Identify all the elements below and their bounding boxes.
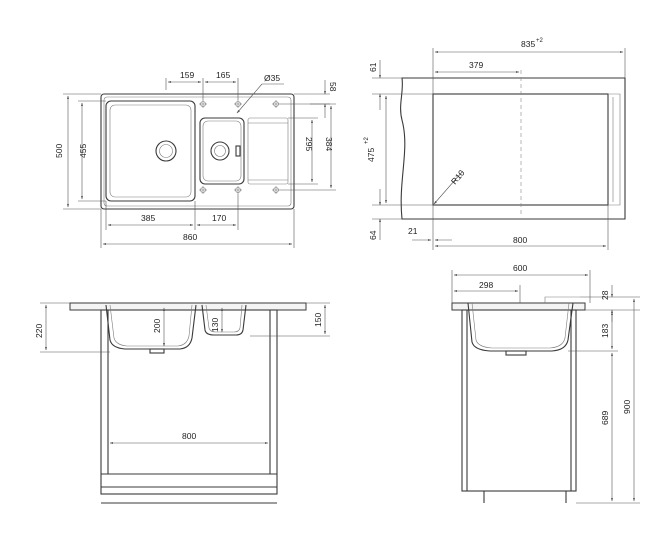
dim-689: 689 [600, 411, 610, 425]
dim-130: 130 [210, 318, 220, 332]
dim-159: 159 [180, 70, 194, 80]
dim-900: 900 [622, 400, 632, 414]
cabinet-side [461, 309, 577, 492]
small-bowl-drain [210, 141, 230, 161]
countertop-outline [400, 77, 626, 220]
dim-475-tolerance: +2 [364, 136, 370, 144]
dim-385: 385 [141, 213, 155, 223]
small-bowl [199, 117, 245, 185]
dim-58: 58 [328, 82, 338, 92]
countertop-front [69, 302, 307, 311]
dim-183: 183 [600, 324, 610, 338]
dim-379: 379 [469, 60, 483, 70]
front-view: 220 200 130 150 800 [34, 302, 330, 504]
dim-800-front: 800 [182, 431, 196, 441]
dim-64: 64 [368, 230, 378, 240]
large-bowl-drain [155, 140, 177, 162]
dim-500: 500 [54, 144, 64, 158]
dim-150: 150 [313, 313, 323, 327]
dim-835: 835 [521, 39, 535, 49]
dim-475: 475 [366, 148, 376, 162]
dim-384: 384 [324, 137, 334, 151]
tap-hole-markers [199, 100, 280, 194]
cabinet-front [100, 309, 278, 495]
dim-295: 295 [304, 137, 314, 151]
dim-860: 860 [183, 232, 197, 242]
cabinet-top-view: 835 +2 379 61 475 +2 64 R10 21 800 [364, 38, 626, 250]
dim-200: 200 [152, 319, 162, 333]
dim-165: 165 [216, 70, 230, 80]
dim-diameter-35: Ø35 [264, 73, 280, 83]
dim-220: 220 [34, 324, 44, 338]
large-bowl [105, 100, 196, 202]
cutout [432, 93, 609, 206]
dim-170: 170 [212, 213, 226, 223]
dim-61: 61 [368, 62, 378, 72]
dim-800-cutout: 800 [513, 235, 527, 245]
sink-outline [100, 93, 295, 210]
front-large-bowl [105, 304, 197, 350]
dim-28: 28 [600, 290, 610, 300]
drainboard [247, 117, 289, 185]
dim-298: 298 [479, 280, 493, 290]
front-small-bowl [201, 304, 247, 336]
dim-455: 455 [78, 144, 88, 158]
side-view: 600 298 28 183 689 900 [451, 263, 640, 504]
sink-top-view: 159 165 Ø35 58 500 455 295 384 [54, 70, 338, 248]
dim-21: 21 [408, 226, 418, 236]
dim-835-tolerance: +2 [536, 38, 544, 44]
dim-600: 600 [513, 263, 527, 273]
